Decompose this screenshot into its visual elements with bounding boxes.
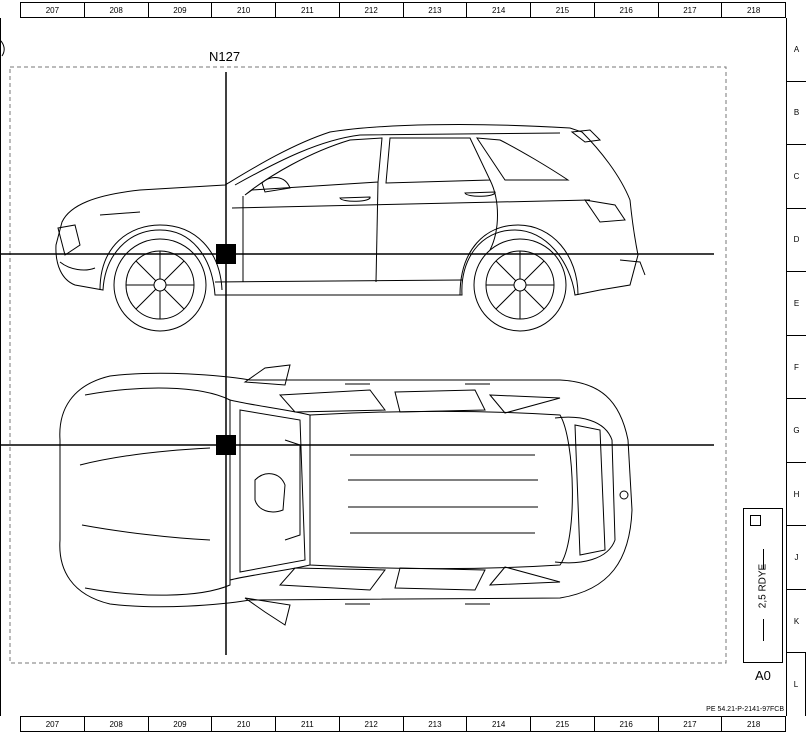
row-A: A [793, 44, 800, 54]
sheet-label: A0 [755, 668, 771, 683]
dashed-boundary [9, 66, 727, 664]
legend-line-bottom [763, 619, 764, 641]
wire-spec-label: 2,5 RDYE [757, 563, 769, 608]
legend-line-top [763, 549, 764, 569]
top-view-vehicle [59, 364, 633, 626]
row-C: C [787, 144, 806, 208]
column-bottom-218: 218 [721, 717, 786, 731]
connector-marker-top [216, 435, 236, 455]
side-view-vehicle [55, 124, 646, 296]
column-top-207: 207 [20, 3, 84, 17]
column-bottom-216: 216 [593, 717, 658, 731]
legend-box: 2,5 RDYE [743, 508, 783, 663]
drawing-frame [0, 18, 786, 716]
row-H: H [787, 461, 806, 526]
column-bottom-210: 210 [211, 717, 275, 731]
column-bottom-209: 209 [147, 717, 212, 731]
row-D: D [787, 207, 806, 272]
column-top-211: 211 [275, 3, 339, 17]
row-F: F [787, 334, 806, 399]
column-top-212: 212 [338, 3, 403, 17]
column-bottom-214: 214 [466, 717, 530, 731]
reference-lines [0, 72, 714, 655]
column-top-217: 217 [657, 3, 722, 17]
row-G: G [787, 398, 806, 462]
column-bottom-212: 212 [338, 717, 403, 731]
legend-checkbox [750, 515, 761, 526]
column-top-214: 214 [466, 3, 530, 17]
column-top-218: 218 [721, 3, 786, 17]
column-top-210: 210 [211, 3, 275, 17]
reference-number: PE 54.21-P-2141-97FCB [706, 706, 784, 713]
column-bottom-207: 207 [20, 717, 84, 731]
row-K: K [787, 588, 806, 653]
column-top-215: 215 [530, 3, 594, 17]
column-bottom-217: 217 [657, 717, 722, 731]
row-B: B [787, 80, 806, 145]
front-wheel [113, 238, 207, 332]
column-top-208: 208 [83, 3, 148, 17]
row-L: L [787, 652, 806, 717]
column-top-209: 209 [147, 3, 212, 17]
edge-fragment [0, 39, 5, 57]
column-bottom-215: 215 [530, 717, 594, 731]
column-bottom-213: 213 [402, 717, 467, 731]
column-top-216: 216 [593, 3, 658, 17]
rear-wheel [473, 238, 567, 332]
column-bottom-208: 208 [83, 717, 148, 731]
row-J: J [787, 525, 806, 589]
column-top-213: 213 [402, 3, 467, 17]
connector-label: N127 [209, 49, 241, 64]
row-E: E [787, 271, 806, 335]
column-bottom-211: 211 [275, 717, 339, 731]
connector-marker-side [216, 244, 236, 264]
